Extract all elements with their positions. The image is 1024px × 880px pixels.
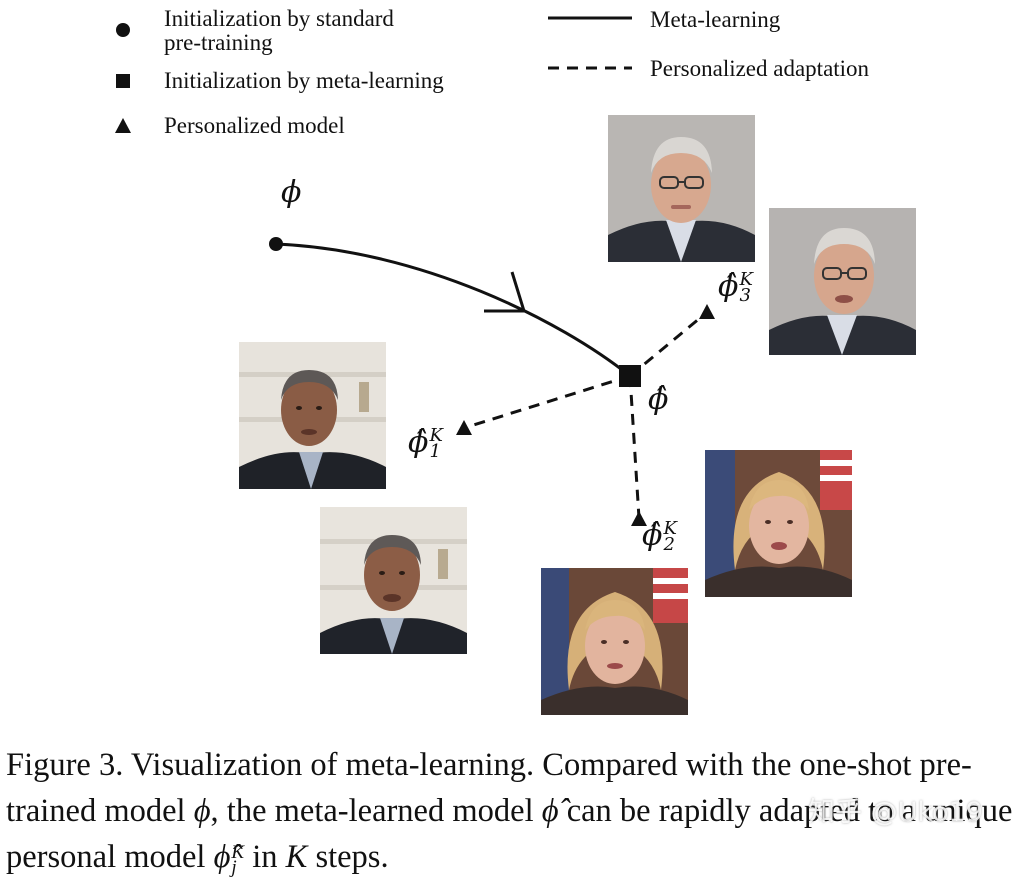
phi2-sub: 2	[663, 534, 675, 555]
legend-label-pretraining-line1: Initialization by standard	[164, 6, 394, 31]
caption-symbol-phi: ϕ	[193, 793, 211, 829]
phi1-sub: 1	[429, 441, 441, 462]
caption-symbol-sub: j	[231, 856, 237, 878]
caption-text-5: steps.	[307, 839, 389, 875]
phi1-sup: K	[429, 425, 443, 446]
phi2-symbol: ϕ̂	[642, 518, 663, 553]
phi-hat-symbol: ϕ̂	[648, 382, 669, 417]
adaptation-line-2	[628, 375, 641, 519]
adaptation-line-1	[463, 374, 631, 430]
watermark: 知乎 @Uko19	[808, 797, 983, 828]
phi1-node	[456, 420, 472, 435]
legend-label-personalized-adaptation: Personalized adaptation	[650, 56, 870, 81]
person-3-photo-a	[608, 115, 755, 262]
phi-label: ϕ	[281, 178, 301, 208]
caption-symbol-sup: K	[231, 841, 245, 863]
meta-learning-path	[275, 242, 631, 378]
caption-text-4: in	[244, 839, 286, 875]
phi-symbol: ϕ	[281, 175, 302, 210]
caption-symbol-phi-hat: ϕ̂	[541, 793, 559, 829]
person-1-photo-b	[320, 507, 467, 654]
legend-label-pretraining-line2: pre-training	[164, 30, 273, 55]
legend-label-meta-init: Initialization by meta-learning	[164, 68, 444, 93]
phi2-node	[631, 511, 647, 526]
phi-hat-node	[619, 365, 641, 387]
legend-circle-marker	[116, 23, 130, 37]
phi3-symbol: ϕ̂	[718, 269, 739, 304]
phi-node	[269, 237, 283, 251]
legend-triangle-marker	[115, 118, 131, 133]
meta-learning-arrowhead	[484, 271, 527, 313]
caption-text-1: Figure 3. Visualization of meta-learning…	[6, 747, 972, 829]
caption-symbol-phi-hat-j: ϕ̂	[213, 839, 231, 875]
legend-label-meta-learning: Meta-learning	[650, 7, 781, 32]
phi1-symbol: ϕ̂	[408, 425, 429, 460]
phi2-sup: K	[663, 518, 677, 539]
figure-caption: Figure 3. Visualization of meta-learning…	[6, 742, 1018, 880]
adaptation-line-3	[629, 311, 707, 378]
phi3-sup: K	[739, 269, 753, 290]
legend-square-marker	[116, 74, 130, 88]
caption-text-2: , the meta-learned model	[210, 793, 542, 829]
caption-text-3: can be rapidly adapted to a unique perso…	[6, 793, 1013, 875]
phi3-sub: 3	[739, 285, 751, 306]
meta-learning-diagram	[115, 16, 715, 526]
person-2-photo-b	[541, 568, 688, 715]
person-2-photo-a	[705, 450, 852, 597]
phi-hat-label: ϕ̂	[648, 385, 668, 415]
person-1-photo-a	[239, 342, 386, 489]
person-3-photo-b	[769, 208, 916, 355]
phi3-node	[699, 304, 715, 319]
caption-symbol-k: K	[285, 839, 308, 875]
legend-label-personalized-model: Personalized model	[164, 113, 345, 138]
